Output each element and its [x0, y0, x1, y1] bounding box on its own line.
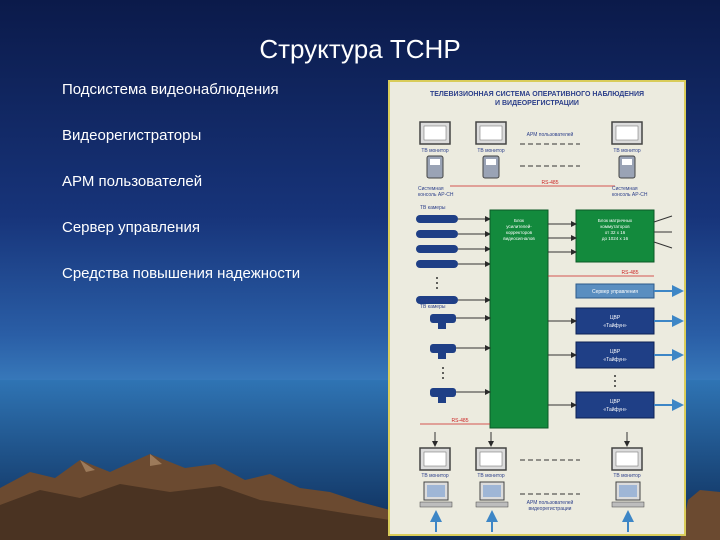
amplifier-label: корректоров — [506, 230, 533, 235]
camera-icon — [416, 215, 491, 223]
dvr-block — [548, 391, 684, 419]
ptz-camera-icon — [430, 388, 491, 403]
dvr-label: ЦВР — [610, 349, 621, 355]
bullet-item: Видеорегистраторы — [62, 127, 202, 144]
dvr-label: ЦВР — [610, 399, 621, 405]
dvr-label: «Тайфун» — [603, 322, 627, 329]
console-right-label: Системная — [612, 186, 638, 192]
camera-icon — [416, 245, 491, 253]
tv-monitor-icon — [475, 121, 507, 145]
camera-icon — [416, 230, 491, 238]
monitor-label: ТВ монитор — [421, 148, 449, 154]
monitor-label: ТВ монитор — [613, 473, 641, 479]
dvr-label: «Тайфун» — [603, 406, 627, 413]
ptz-camera-icon — [430, 344, 491, 359]
tv-monitor-icon — [611, 121, 643, 145]
rs485-label: RS-485 — [622, 270, 639, 276]
arm-bottom-label: АРМ пользователей — [527, 499, 574, 506]
system-structure-diagram: ТЕЛЕВИЗИОННАЯ СИСТЕМА ОПЕРАТИВНОГО НАБЛЮ… — [388, 80, 686, 536]
tv-monitor-icon — [475, 447, 507, 471]
arm-bottom-label: видеорегистрации — [529, 506, 572, 512]
amplifier-label: Блок — [514, 218, 524, 223]
amplifier-label: усилителей- — [506, 223, 532, 229]
bullet-list: Подсистема видеонаблюдения Видеорегистра… — [62, 80, 382, 310]
camera-icon — [416, 296, 491, 304]
dvr-label: ЦВР — [610, 315, 621, 321]
slide-title: Структура ТСНР — [259, 34, 461, 64]
bullet-item: Подсистема видеонаблюдения — [62, 81, 279, 98]
dvr-block — [548, 341, 684, 369]
diagram-header-line: ТЕЛЕВИЗИОННАЯ СИСТЕМА ОПЕРАТИВНОГО НАБЛЮ… — [430, 91, 644, 98]
amplifier-block — [489, 209, 549, 429]
tv-monitor-icon — [419, 447, 451, 471]
ptz-camera-icon — [430, 314, 491, 329]
monitor-label: ТВ монитор — [613, 148, 641, 154]
bullet-item: Средства повышения надежности — [62, 265, 301, 282]
controlled-cameras-label: ТВ камеры — [420, 304, 446, 310]
console-icon — [426, 155, 444, 179]
diagram-header-line: И ВИДЕОРЕГИСТРАЦИИ — [495, 100, 579, 107]
matrix-label: от 32 х 16 — [605, 230, 626, 235]
matrix-label: до 1024 х 16 — [602, 236, 629, 241]
diagram-canvas: ТЕЛЕВИЗИОННАЯ СИСТЕМА ОПЕРАТИВНОГО НАБЛЮ… — [416, 91, 684, 532]
console-left-label: Системная — [418, 186, 444, 192]
computer-icon — [419, 481, 453, 508]
computer-icon — [611, 481, 645, 508]
tv-monitor-icon — [611, 447, 643, 471]
matrix-label: Блок матричных — [598, 218, 633, 223]
console-right-label: консоль АР-СН — [612, 192, 648, 198]
monitor-label: ТВ монитор — [477, 148, 505, 154]
tv-monitor-icon — [419, 121, 451, 145]
monitor-label: ТВ монитор — [477, 473, 505, 479]
amplifier-label: видеосигналов — [503, 236, 535, 241]
rs485-label: RS-485 — [452, 418, 469, 424]
matrix-label: коммутаторов — [600, 224, 630, 229]
camera-icon — [416, 260, 491, 268]
console-left-label: консоль АР-СН — [418, 192, 454, 198]
tv-cameras-label: ТВ камеры — [420, 205, 446, 211]
console-icon — [618, 155, 636, 179]
monitor-label: ТВ монитор — [421, 473, 449, 479]
controlled-cameras-label: Управляемые — [420, 298, 452, 304]
console-icon — [482, 155, 500, 179]
arm-label: АРМ пользователей — [527, 131, 574, 138]
computer-icon — [475, 481, 509, 508]
bullet-item: Сервер управления — [62, 219, 200, 236]
bullet-item: АРМ пользователей — [62, 173, 203, 190]
rs485-label: RS-485 — [542, 180, 559, 186]
dvr-block — [548, 307, 684, 335]
server-label: Сервер управления — [592, 289, 638, 295]
matrix-switch-block — [575, 209, 655, 263]
dvr-label: «Тайфун» — [603, 356, 627, 363]
